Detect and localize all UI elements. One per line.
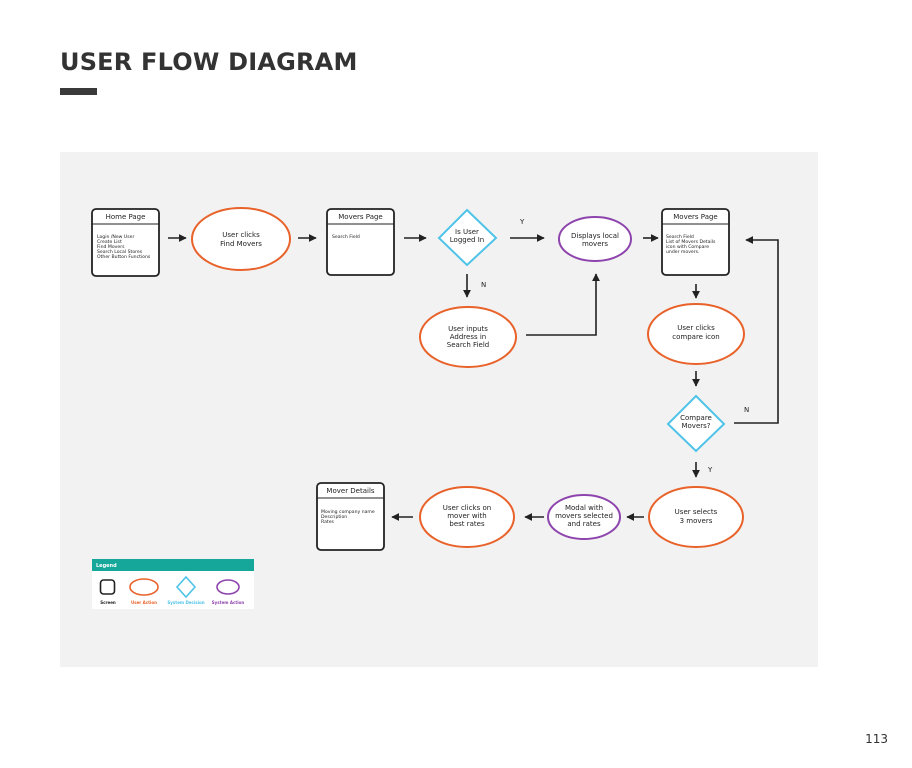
label-compare-yes: Y — [707, 466, 713, 474]
edge-compare-no — [734, 236, 779, 424]
home-page-line-2: Create List — [97, 239, 122, 245]
title-underline — [60, 88, 97, 95]
inputs-line-3: Search Field — [447, 341, 489, 349]
legend-screen-label: Screen — [100, 600, 116, 605]
node-user-clicks-compare — [647, 303, 745, 365]
node-compare-movers — [666, 394, 726, 453]
click-best-line-3: best rates — [449, 520, 485, 528]
label-logged-in-yes: Y — [519, 218, 525, 226]
displays-line-2: movers — [582, 240, 608, 248]
inputs-line-2: Address in — [450, 333, 486, 341]
label-compare-no: N — [744, 406, 749, 414]
mover-details-line-3: Rates — [321, 519, 335, 525]
click-best-line-1: User clicks on — [443, 504, 491, 512]
legend-user-action-label: User Action — [131, 600, 157, 605]
home-page-title: Home Page — [106, 213, 146, 221]
compare-line-1: Compare — [680, 414, 712, 422]
page-title: USER FLOW DIAGRAM — [60, 48, 358, 76]
legend-user-action-shape — [129, 578, 159, 596]
node-user-clicks-best-rates — [419, 486, 515, 548]
selects-line-1: User selects — [675, 508, 718, 516]
page-number: 113 — [865, 732, 888, 746]
node-user-selects-3 — [648, 486, 744, 548]
click-compare-line-1: User clicks — [677, 324, 715, 332]
displays-line-1: Displays local — [571, 232, 619, 240]
movers-page-2-line-2: List of Movers Details — [666, 239, 716, 245]
node-is-user-logged-in — [437, 208, 498, 267]
node-home-page: Home Page Login /New User Create List Fi… — [91, 208, 160, 277]
node-mover-details: Mover Details Moving company name Descri… — [316, 482, 385, 551]
movers-page-2-title: Movers Page — [673, 213, 717, 221]
legend-screen-shape — [99, 579, 116, 595]
movers-page-2-line-4: under movers. — [666, 249, 700, 255]
click-compare-line-2: compare icon — [672, 333, 719, 341]
legend-system-action-shape — [216, 579, 240, 595]
node-displays-local-movers — [558, 216, 632, 262]
movers-page-2-line-1: Search Field — [666, 234, 694, 240]
logged-in-line-2: Logged In — [450, 236, 484, 244]
node-user-clicks-find-movers — [191, 207, 291, 271]
label-logged-in-no: N — [481, 281, 486, 289]
click-find-line-1: User clicks — [222, 231, 260, 239]
modal-line-1: Modal with — [565, 504, 603, 512]
diagram-panel: Y N N Y Home Page Login /New User Create… — [60, 152, 818, 667]
mover-details-line-1: Moving company name — [321, 509, 375, 515]
movers-page-1-title: Movers Page — [338, 213, 382, 221]
movers-page-2-line-3: icon with Compare — [666, 244, 709, 250]
legend-system-decision-label: System Decision — [167, 600, 204, 605]
mover-details-line-2: Description — [321, 514, 347, 520]
inputs-line-1: User inputs — [448, 325, 488, 333]
home-page-line-5: Other Button Functions — [97, 254, 151, 260]
mover-details-title: Mover Details — [326, 487, 374, 495]
movers-page-1-line-1: Search Field — [332, 234, 360, 240]
flow-diagram: Y N N Y Home Page Login /New User Create… — [91, 207, 779, 609]
legend-title: Legend — [96, 563, 117, 569]
legend-system-action-label: System Action — [212, 600, 245, 605]
home-page-line-4: Search Local Stores — [97, 249, 143, 255]
node-modal-with-movers — [547, 494, 621, 540]
edge-inputs-to-displays — [526, 273, 600, 336]
click-find-line-2: Find Movers — [220, 240, 262, 248]
compare-line-2: Movers? — [681, 422, 710, 430]
modal-line-3: and rates — [567, 520, 601, 528]
legend-system-decision-shape — [175, 575, 197, 599]
node-movers-page-2: Movers Page Search Field List of Movers … — [661, 208, 730, 276]
node-user-inputs-address — [419, 306, 517, 368]
home-page-line-3: Find Movers — [97, 244, 125, 250]
node-movers-page-1: Movers Page Search Field — [326, 208, 395, 276]
legend: Legend Screen User Action System Decisio… — [92, 559, 254, 609]
modal-line-2: movers selected — [555, 512, 613, 520]
click-best-line-2: mover with — [447, 512, 487, 520]
home-page-line-1: Login /New User — [97, 234, 134, 240]
logged-in-line-1: Is User — [455, 228, 479, 236]
selects-line-2: 3 movers — [680, 517, 713, 525]
